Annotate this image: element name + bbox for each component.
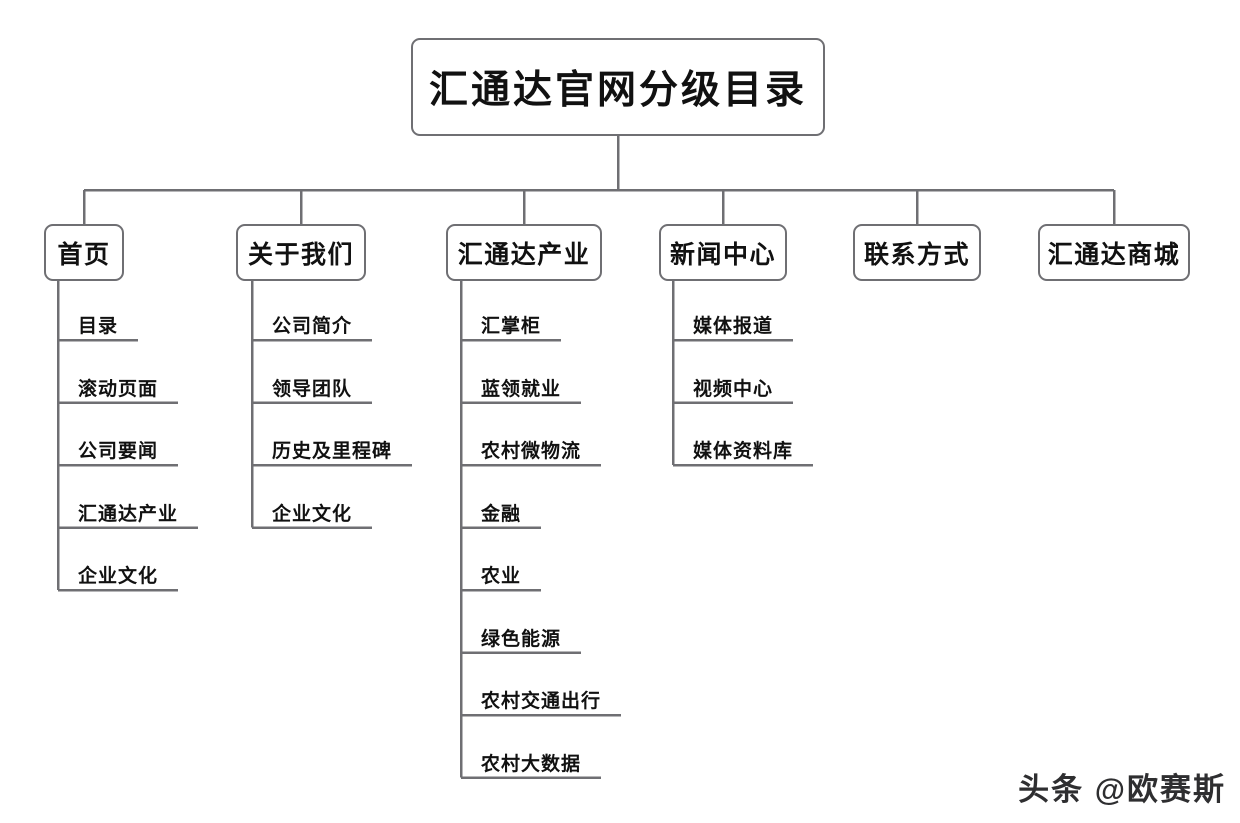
leaf-item[interactable]: 视频中心 bbox=[693, 378, 774, 400]
leaf-item[interactable]: 农业 bbox=[481, 566, 522, 587]
leaf-item[interactable]: 金融 bbox=[481, 503, 522, 525]
branch-node-6[interactable]: 汇通达商城 bbox=[1038, 224, 1190, 281]
leaf-item[interactable]: 汇通达产业 bbox=[78, 503, 179, 525]
watermark: 头条 @欧赛斯 bbox=[1018, 764, 1226, 809]
root-node-label: 汇通达官网分级目录 bbox=[428, 69, 807, 112]
leaf-item[interactable]: 公司要闻 bbox=[78, 441, 159, 462]
branch-node-3[interactable]: 汇通达产业 bbox=[446, 224, 602, 281]
leaf-item[interactable]: 农村交通出行 bbox=[481, 691, 602, 712]
branch-node-label: 新闻中心 bbox=[669, 240, 776, 269]
leaf-item[interactable]: 绿色能源 bbox=[481, 628, 562, 650]
leaf-item[interactable]: 企业文化 bbox=[272, 503, 353, 525]
leaf-item[interactable]: 企业文化 bbox=[78, 566, 159, 587]
branch-node-1[interactable]: 首页 bbox=[44, 224, 124, 281]
branch-node-label: 关于我们 bbox=[247, 240, 354, 269]
branch-node-label: 汇通达商城 bbox=[1047, 240, 1181, 269]
leaf-item[interactable]: 领导团队 bbox=[272, 378, 353, 400]
branch-node-4[interactable]: 新闻中心 bbox=[659, 224, 787, 281]
leaf-item[interactable]: 农村大数据 bbox=[481, 753, 582, 775]
leaf-item[interactable]: 农村微物流 bbox=[481, 441, 582, 462]
leaf-item[interactable]: 媒体资料库 bbox=[693, 441, 794, 462]
leaf-item[interactable]: 历史及里程碑 bbox=[272, 441, 393, 462]
watermark-source: 头条 bbox=[1018, 772, 1085, 807]
branch-node-label: 联系方式 bbox=[863, 240, 970, 269]
branch-node-label: 汇通达产业 bbox=[457, 240, 591, 269]
leaf-item[interactable]: 滚动页面 bbox=[78, 378, 159, 400]
leaf-item[interactable]: 蓝领就业 bbox=[481, 378, 562, 400]
leaf-item[interactable]: 媒体报道 bbox=[693, 316, 774, 337]
leaf-item[interactable]: 汇掌柜 bbox=[481, 316, 542, 337]
root-node[interactable]: 汇通达官网分级目录 bbox=[411, 38, 825, 136]
watermark-handle: @欧赛斯 bbox=[1094, 772, 1226, 807]
branch-node-label: 首页 bbox=[57, 240, 111, 269]
branch-node-2[interactable]: 关于我们 bbox=[236, 224, 366, 281]
branch-node-5[interactable]: 联系方式 bbox=[853, 224, 981, 281]
leaf-item[interactable]: 目录 bbox=[78, 316, 119, 337]
leaf-item[interactable]: 公司简介 bbox=[272, 316, 353, 337]
